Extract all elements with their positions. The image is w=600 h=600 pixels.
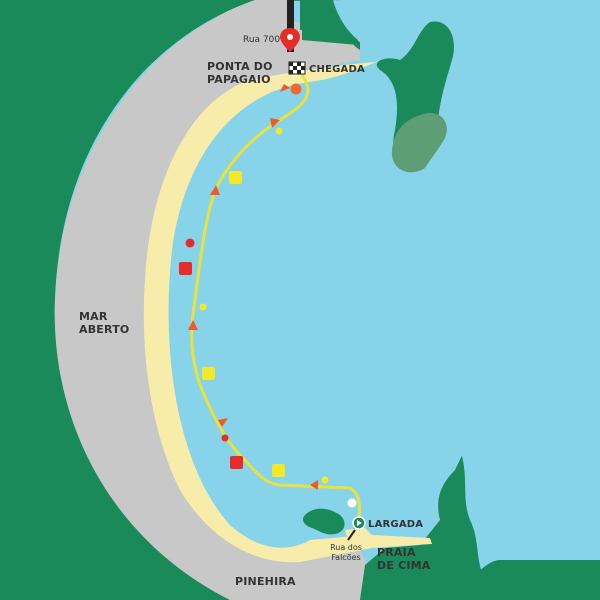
place-label-praia-line1: PRAIA	[377, 546, 416, 559]
yellow-dot	[275, 127, 283, 135]
yellow-buoy	[272, 464, 285, 477]
route-arrow	[188, 320, 198, 330]
street-label-south-line2: Falcões	[331, 553, 361, 562]
checkered-flag-icon	[288, 61, 306, 75]
southeast-land-body	[420, 560, 600, 600]
route-arrow	[310, 480, 318, 490]
road-strip	[54, 0, 385, 600]
red-buoy	[230, 456, 243, 469]
race-route-line	[190, 66, 362, 523]
place-label-ponta-line2: PAPAGAIO	[207, 73, 271, 86]
southeast-land	[360, 455, 600, 600]
south-beach	[345, 528, 432, 548]
yellow-dot	[321, 476, 329, 484]
street-label-north: Rua 700	[243, 35, 281, 45]
play-icon	[352, 516, 366, 530]
map-pin-icon	[280, 28, 300, 52]
yellow-dot	[199, 303, 207, 311]
place-label-praia-line2: DE CIMA	[377, 559, 431, 572]
place-label-pinehira: PINEHIRA	[235, 575, 296, 588]
red-dot	[221, 434, 229, 442]
street-label-south-line1: Rua dos	[330, 543, 362, 552]
road-post	[287, 0, 294, 52]
start-dot	[347, 498, 357, 508]
north-headland-block	[302, 0, 358, 45]
island-shade	[391, 112, 447, 173]
lagoon	[169, 40, 600, 539]
route-arrow	[270, 118, 280, 128]
red-dot	[185, 238, 195, 248]
south-islet	[302, 508, 345, 535]
route-arrow	[210, 185, 220, 195]
red-buoy	[179, 262, 192, 275]
place-label-mar-line2: ABERTO	[79, 323, 130, 336]
mainland-west-body	[0, 0, 255, 600]
yellow-buoy	[202, 367, 215, 380]
place-label-mar-line1: MAR	[79, 310, 108, 323]
leader-line	[347, 529, 356, 541]
place-label-ponta-line1: PONTA DO	[207, 60, 273, 73]
yellow-buoy	[229, 171, 242, 184]
route-arrow	[218, 418, 228, 427]
route-arrow	[280, 84, 290, 92]
finish-dot	[290, 83, 302, 95]
start-label: LARGADA	[368, 519, 424, 530]
finish-label: CHEGADA	[309, 64, 365, 75]
